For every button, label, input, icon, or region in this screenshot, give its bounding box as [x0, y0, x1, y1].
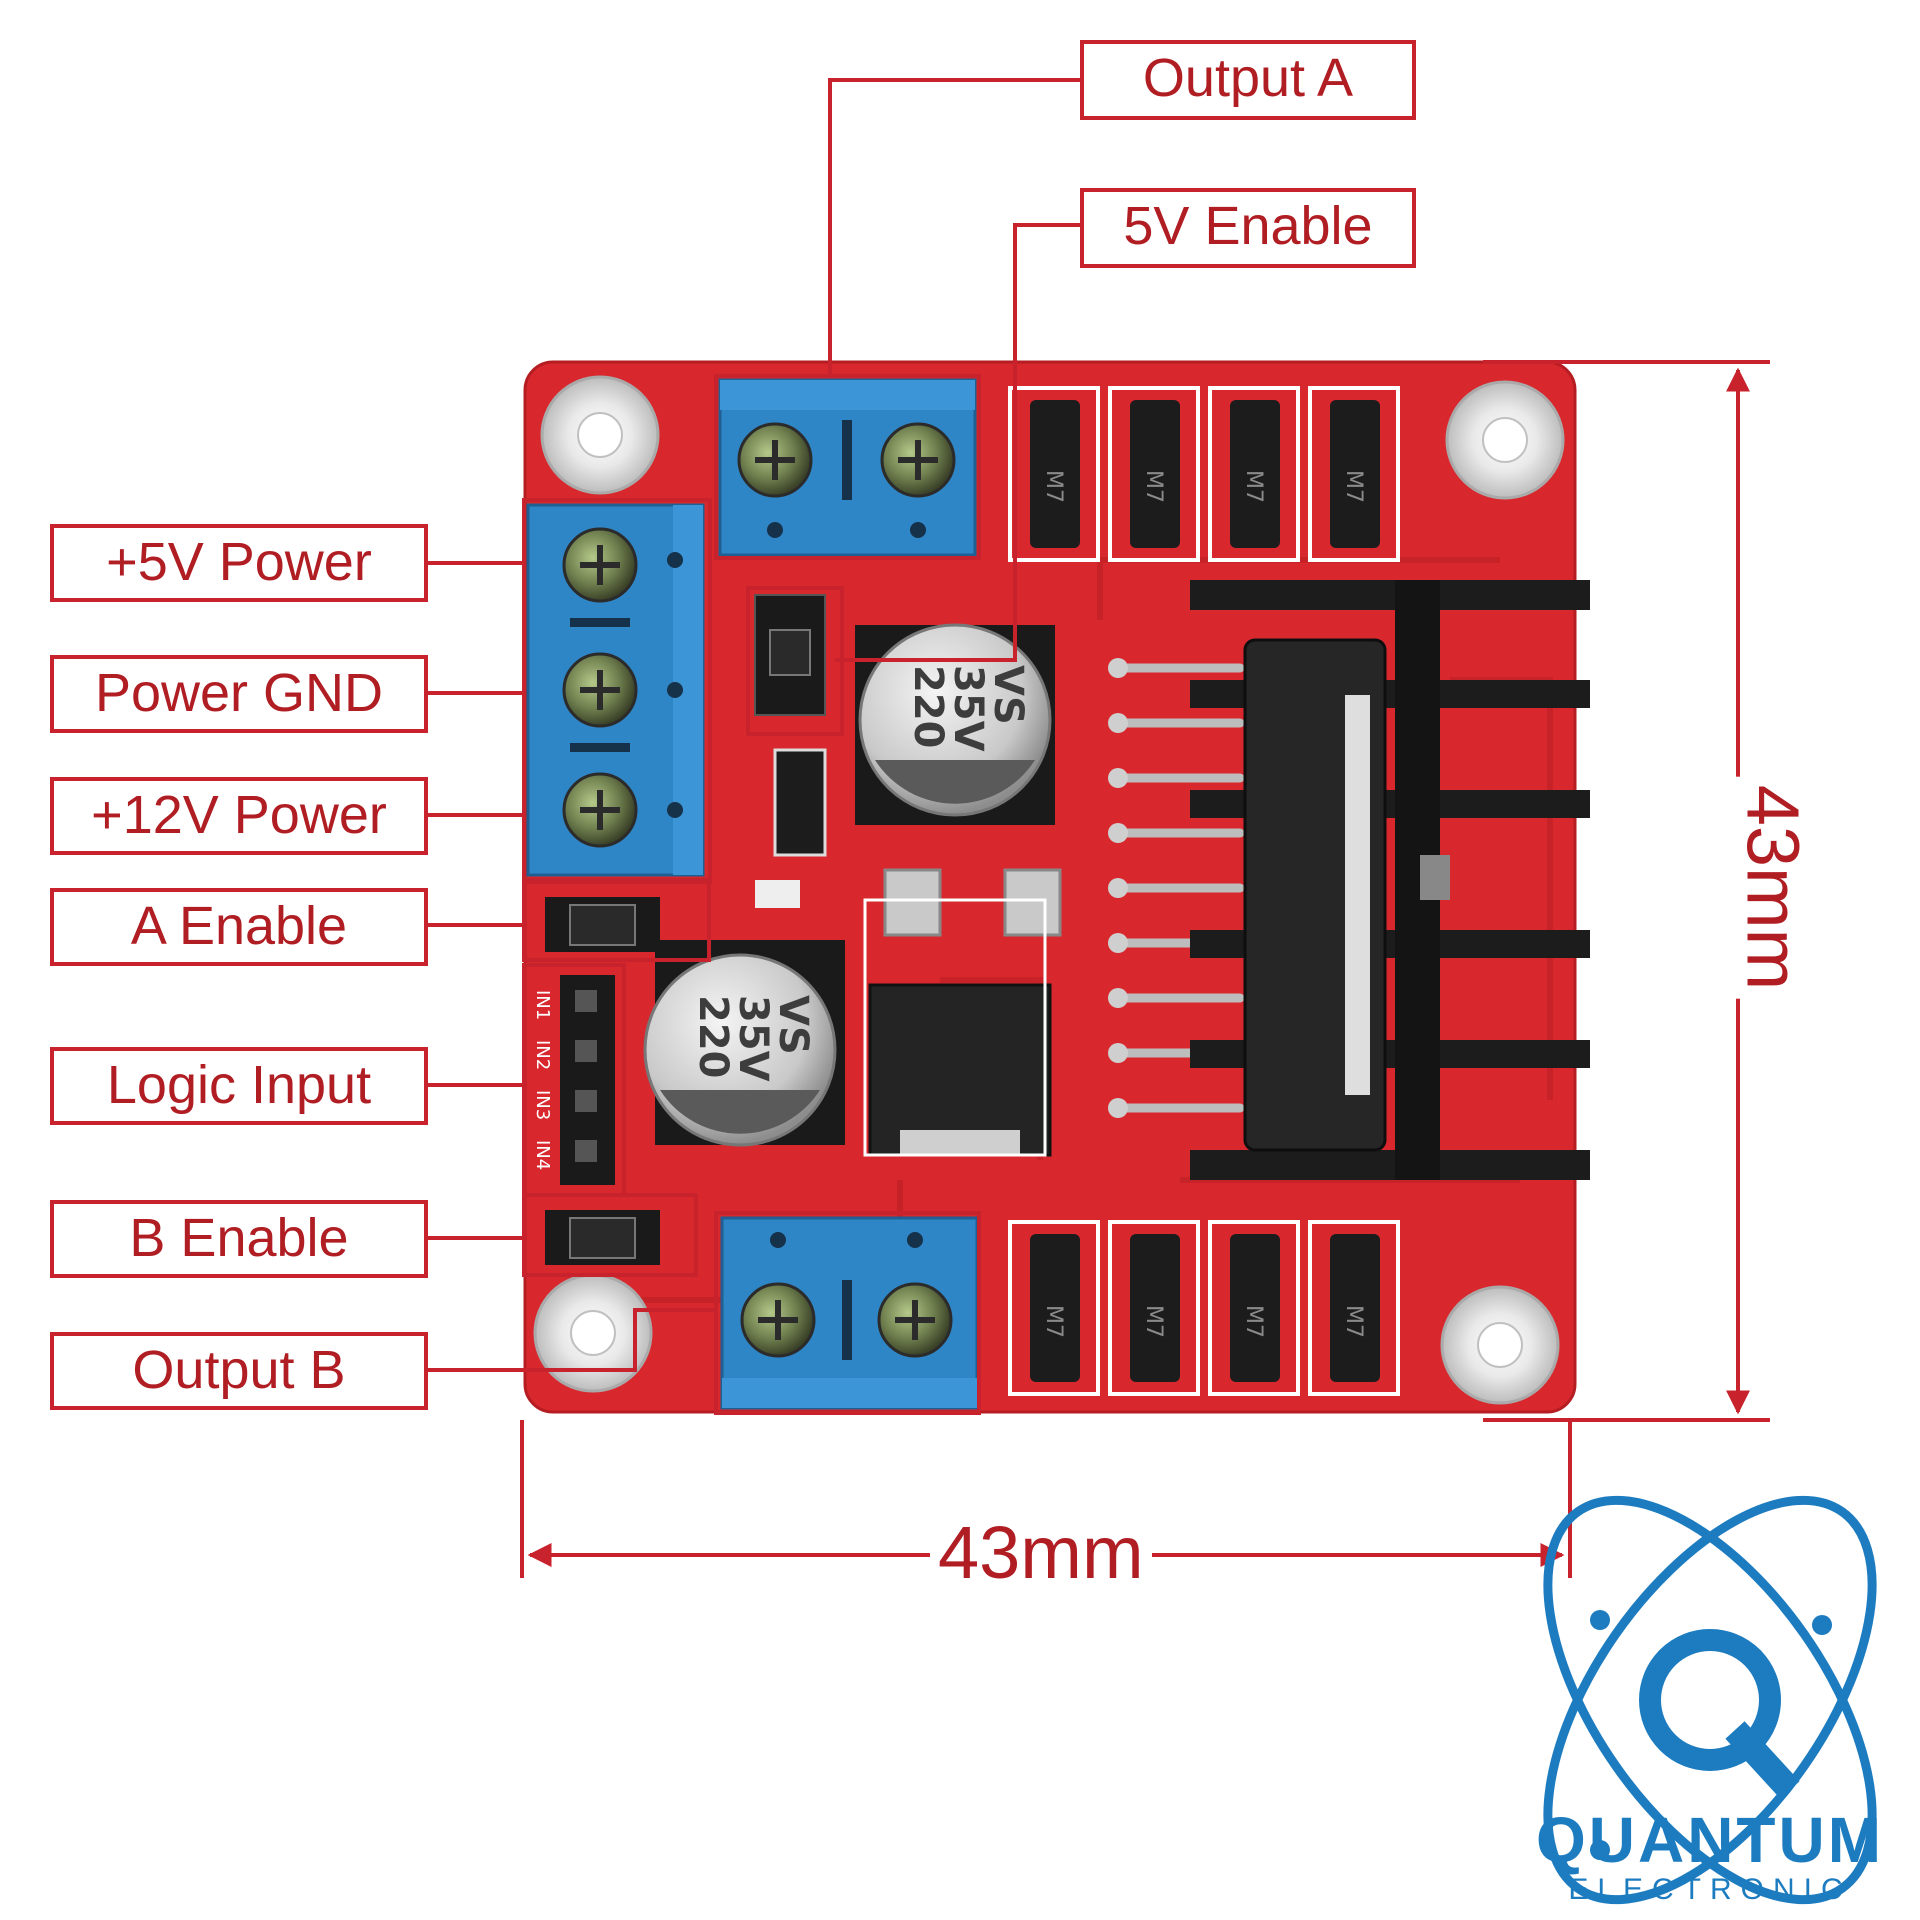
diode-marking: M7	[1341, 1305, 1366, 1338]
diode-marking: M7	[1241, 470, 1266, 503]
diode-marking: M7	[1041, 470, 1066, 503]
label-output-a: Output A	[1080, 40, 1416, 120]
brand-logo-icon	[1543, 1495, 1877, 1905]
diode-marking: M7	[1141, 1305, 1166, 1338]
label-power-gnd: Power GND	[50, 655, 428, 733]
diodes-top	[1008, 386, 1400, 562]
pin-label: IN3	[532, 1090, 553, 1120]
cap-marking: 220	[905, 665, 951, 749]
label-logic-input: Logic Input	[50, 1047, 428, 1125]
terminal-output-a	[718, 378, 977, 557]
capacitor-top: 220 35V VS	[855, 623, 1055, 825]
mounting-holes	[533, 375, 1565, 1405]
capacitor-bottom: 220 35V VS	[643, 940, 845, 1147]
label-5v-enable: 5V Enable	[1080, 188, 1416, 268]
cap-marking: VS	[985, 665, 1031, 725]
pin-label: IN1	[532, 990, 553, 1020]
diode-marking: M7	[1241, 1305, 1266, 1338]
cap-marking: 35V	[945, 665, 991, 752]
cap-marking: VS	[770, 995, 816, 1055]
diode-marking: M7	[1041, 1305, 1066, 1338]
heatsink	[1190, 580, 1590, 1180]
pin-label: IN4	[532, 1140, 553, 1170]
pin-label: IN2	[532, 1040, 553, 1070]
dimension-width-label: 43mm	[930, 1510, 1152, 1595]
header-a-enable	[545, 897, 660, 952]
label-b-enable: B Enable	[50, 1200, 428, 1278]
label-plus-12v-power: +12V Power	[50, 777, 428, 855]
leader-lines	[428, 78, 1080, 1372]
dimension-height-label: 43mm	[1730, 776, 1816, 999]
brand-name: QUANTUM	[1535, 1804, 1885, 1876]
diode-marking: M7	[1141, 470, 1166, 503]
chip-pins	[1115, 663, 1245, 1113]
label-a-enable: A Enable	[50, 888, 428, 966]
smd-led	[755, 880, 800, 908]
smd-resistor	[773, 748, 827, 857]
diode-marking: M7	[1341, 470, 1366, 503]
label-plus-5v-power: +5V Power	[50, 524, 428, 602]
cap-marking: 220	[690, 995, 736, 1079]
cap-marking: 35V	[730, 995, 776, 1082]
brand-tagline: ELECTRONIC	[1568, 1873, 1852, 1906]
header-logic-input	[560, 975, 615, 1185]
terminal-power	[526, 503, 705, 877]
jumper-5v-enable	[754, 594, 826, 716]
diodes-bottom	[1008, 1220, 1400, 1396]
terminal-output-b	[720, 1216, 979, 1410]
voltage-regulator	[863, 868, 1062, 1157]
chip-pads	[1108, 658, 1128, 1118]
header-b-enable	[545, 1210, 660, 1265]
label-output-b: Output B	[50, 1332, 428, 1410]
